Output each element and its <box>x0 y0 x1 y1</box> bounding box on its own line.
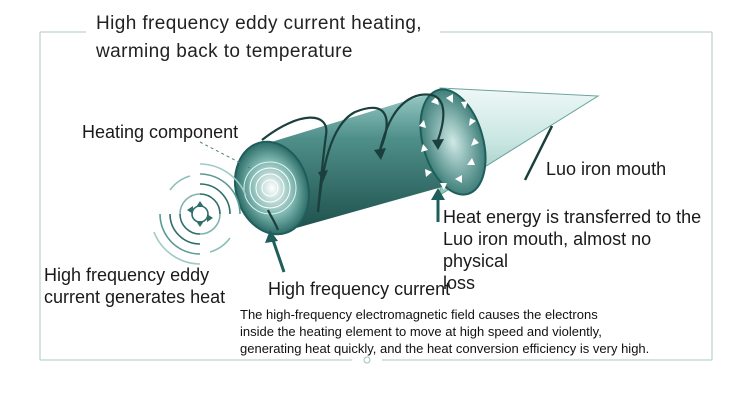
luo-iron-mouth-pointer <box>523 125 554 181</box>
explanation-note: The high-frequency electromagnetic field… <box>240 306 710 357</box>
diagram-title: High frequency eddy current heating, war… <box>96 10 422 66</box>
note-line-3: generating heat quickly, and the heat co… <box>240 341 650 356</box>
eddy-swirl-arrows <box>187 201 213 227</box>
label-luo-iron-mouth: Luo iron mouth <box>546 159 667 179</box>
heat-energy-line-3: loss <box>443 273 476 293</box>
title-line-1: High frequency eddy current heating, <box>96 13 422 34</box>
frame-lines <box>39 31 713 361</box>
label-hf-current: High frequency current <box>268 279 451 299</box>
label-heat-energy: Heat energy is transferred to the Luo ir… <box>443 206 713 294</box>
eddy-heat-line-1: High frequency eddy <box>44 265 210 285</box>
label-eddy-heat: High frequency eddy current generates he… <box>44 264 234 308</box>
label-heating-component: Heating component <box>82 122 239 142</box>
current-arrowheads <box>318 139 444 182</box>
frame-knot <box>363 356 371 364</box>
heat-energy-line-1: Heat energy is transferred to the <box>443 207 702 227</box>
note-line-2: inside the heating element to move at hi… <box>240 324 602 339</box>
heat-transfer-arrows <box>419 94 479 190</box>
note-line-1: The high-frequency electromagnetic field… <box>240 307 598 322</box>
pointer-arrows <box>265 125 554 273</box>
eddy-heat-line-2: current generates heat <box>44 287 226 307</box>
heat-energy-line-2: Luo iron mouth, almost no physical <box>443 229 652 271</box>
title-line-2: warming back to temperature <box>96 41 353 62</box>
hf-current-pointer <box>271 239 286 273</box>
eddy-swirl <box>153 163 247 265</box>
